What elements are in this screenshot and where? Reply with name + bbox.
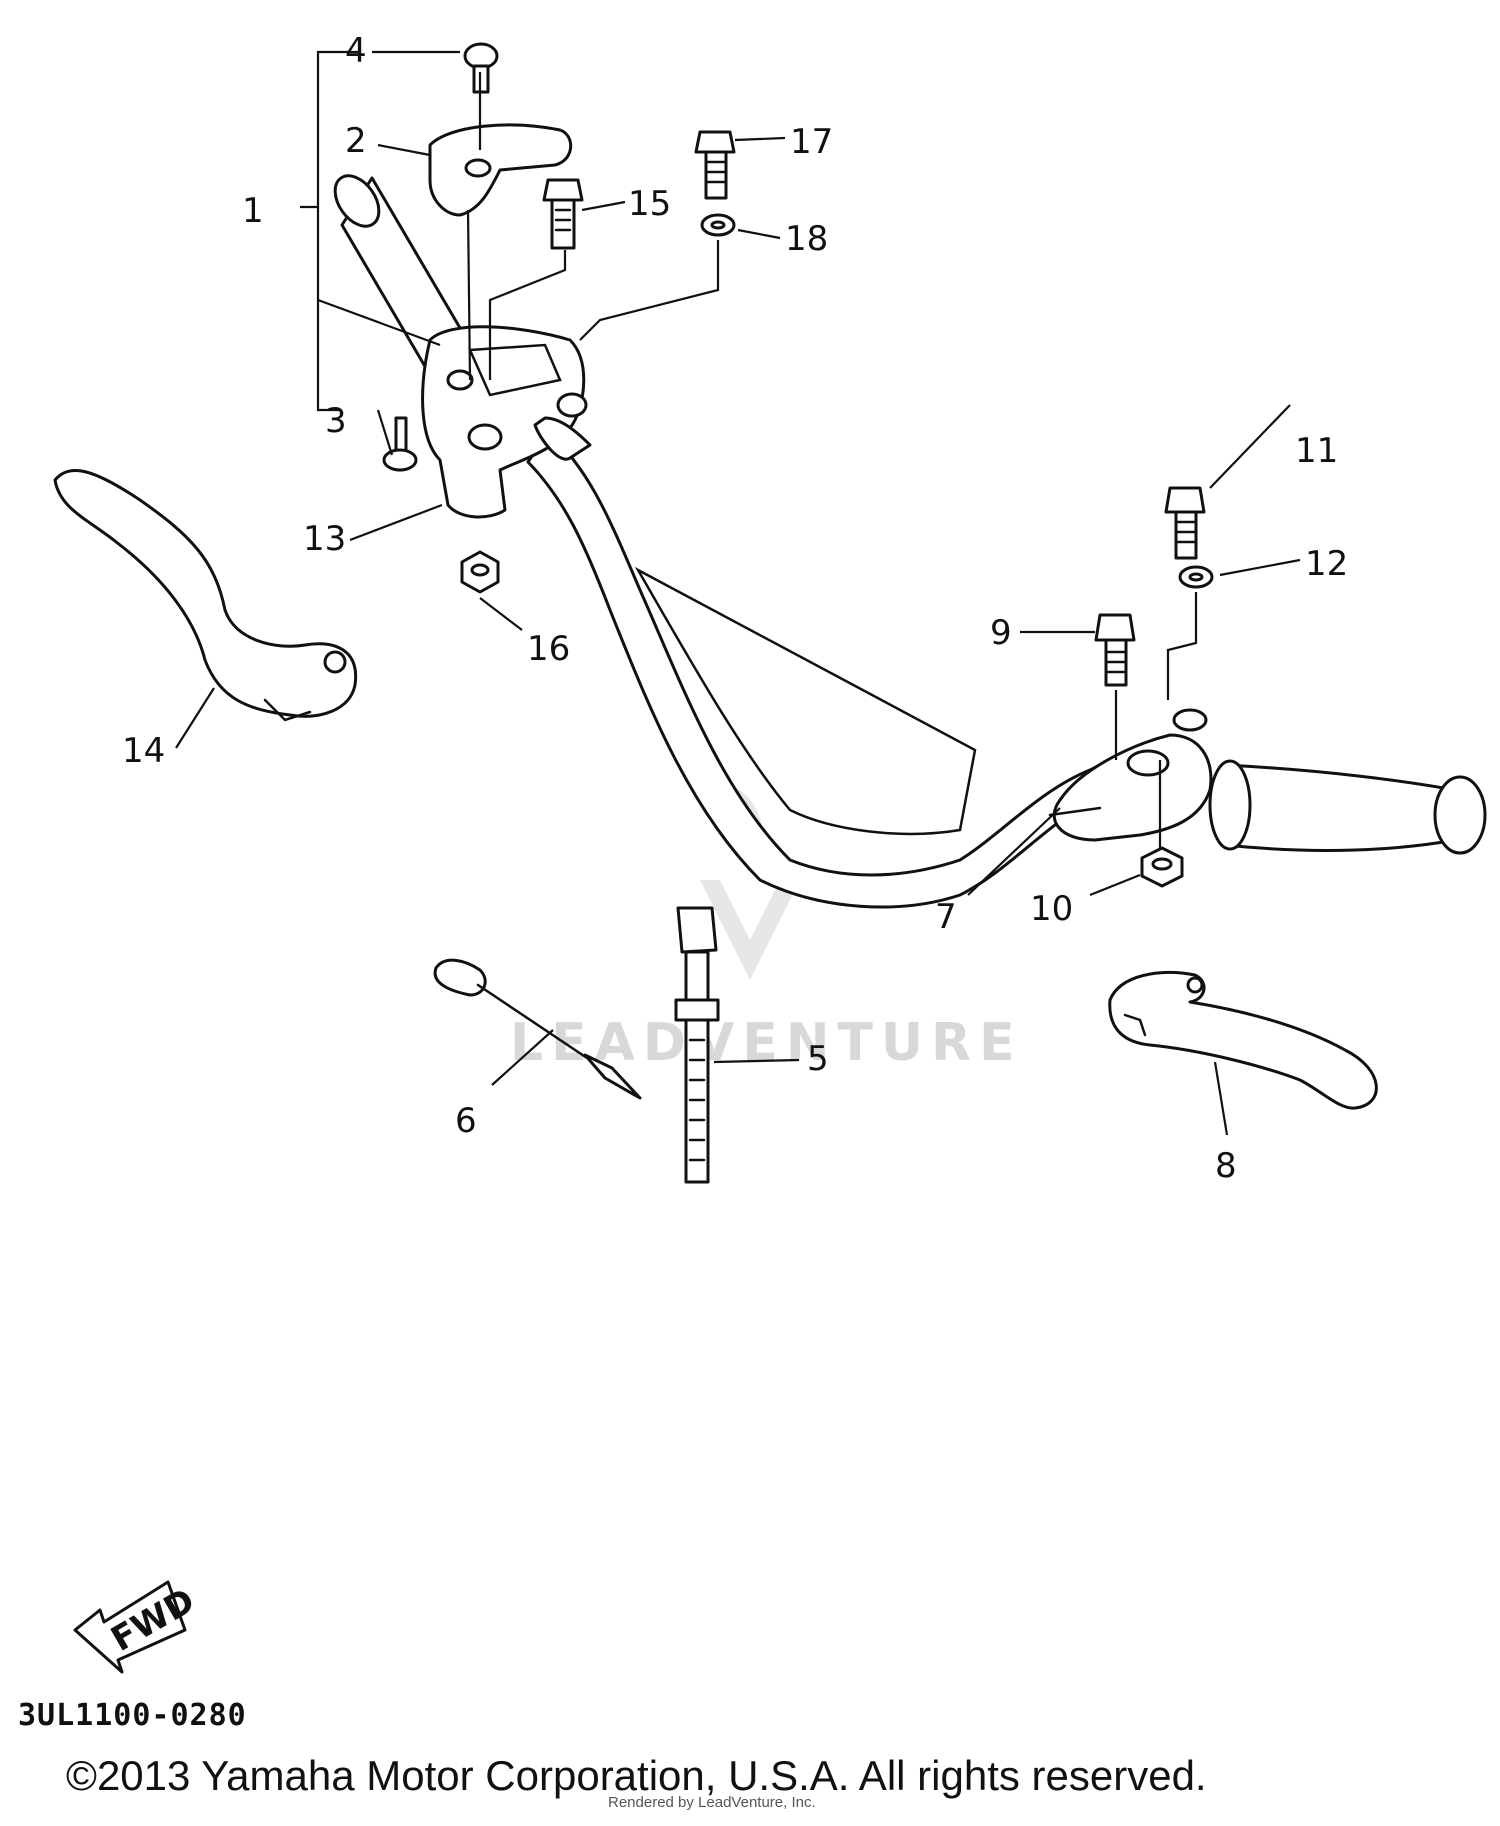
leader-lines [175,50,1301,1136]
callout-5: 5 [807,1039,829,1079]
handlebar [526,430,1117,909]
left-lever-holder [421,325,588,519]
watermark: LEADVENTURE [510,790,1023,1073]
bolt-9 [1094,613,1136,687]
watermark-text: LEADVENTURE [510,1013,1023,1073]
screw-3 [382,416,418,472]
callout-16: 16 [527,629,570,669]
callout-9: 9 [990,613,1012,653]
callout-10: 10 [1030,889,1073,929]
right-lever [1108,970,1378,1110]
lever-cap [428,123,573,217]
washer-12 [1178,565,1214,589]
copyright-notice: ©2013 Yamaha Motor Corporation, U.S.A. A… [66,1752,1207,1799]
callout-3: 3 [325,401,347,441]
fwd-arrow: FWD [73,1580,202,1674]
callout-12: 12 [1305,544,1348,584]
diagram-code: 3UL1100-0280 [18,1698,247,1733]
right-grip [1208,759,1487,855]
callout-8: 8 [1215,1146,1237,1186]
callout-15: 15 [628,184,671,224]
callout-11: 11 [1295,431,1338,471]
callouts: 1 2 3 4 5 6 7 8 9 10 11 12 13 14 15 16 1… [122,31,1348,1186]
bolt-17 [694,130,736,200]
cable-tie [674,906,720,1184]
callout-1: 1 [242,191,264,231]
callout-17: 17 [790,122,833,162]
callout-2: 2 [345,121,367,161]
callout-4: 4 [345,31,367,71]
callout-14: 14 [122,731,165,771]
nut-10 [1140,846,1184,888]
bolt-15 [542,178,584,250]
callout-7: 7 [935,897,957,937]
band-6 [433,958,642,1100]
callout-18: 18 [785,219,828,259]
nut-16 [460,550,500,594]
callout-6: 6 [455,1101,477,1141]
left-bar-end [533,416,592,461]
bolt-11 [1164,486,1206,560]
right-lever-holder [1048,708,1213,842]
rendered-by-credit: Rendered by LeadVenture, Inc. [608,1794,816,1811]
callout-13: 13 [303,519,346,559]
washer-18 [700,213,736,237]
left-lever [53,468,358,722]
